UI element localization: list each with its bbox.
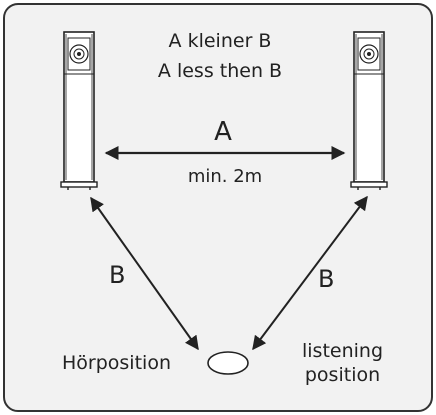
- title-german: A kleiner B: [168, 30, 272, 52]
- listening-label-line2: position: [304, 364, 381, 386]
- listening-position-label-german: Hörposition: [62, 352, 171, 374]
- distance-b-right-arrow: [252, 195, 368, 351]
- min-distance-label: min. 2m: [187, 166, 263, 187]
- distance-b-left-arrow: [90, 196, 199, 351]
- label-a: A: [214, 117, 232, 147]
- listening-label-line1: listening: [302, 340, 384, 362]
- label-b-right: B: [318, 265, 335, 293]
- right-speaker-icon: [350, 31, 388, 190]
- label-b-left: B: [109, 261, 126, 289]
- left-speaker-icon: [60, 31, 98, 190]
- listening-position-marker: [207, 351, 249, 375]
- listening-position-label-english: listening position: [302, 339, 383, 387]
- title-english: A less then B: [157, 60, 283, 82]
